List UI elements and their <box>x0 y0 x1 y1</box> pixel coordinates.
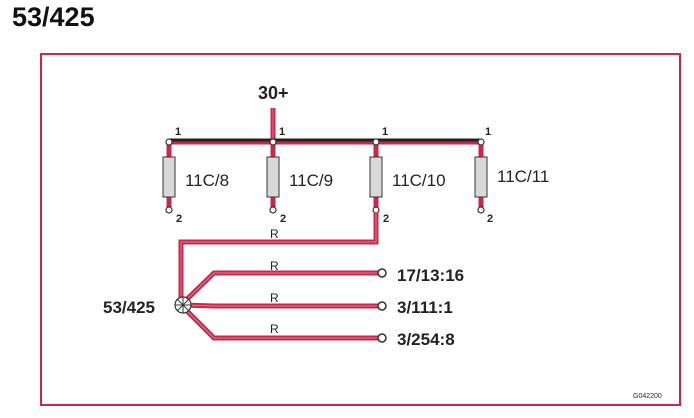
wire-code-label: R <box>270 322 279 336</box>
fuse-pin-2: 2 <box>176 213 182 225</box>
wire-splice-to-3-254-8 <box>181 305 380 341</box>
wire-code-label: R <box>270 291 279 305</box>
fuse-11c-10: 1 2 11C/10 <box>369 126 446 225</box>
terminal-3-111-1 <box>377 301 387 311</box>
fuse-label: 11C/11 <box>497 167 549 186</box>
fuse-label: 11C/9 <box>289 171 333 190</box>
reference-code: G042200 <box>633 393 662 400</box>
fuse-label: 11C/10 <box>392 171 446 190</box>
fuse-pin-2: 2 <box>487 213 493 225</box>
connection-label: 3/254:8 <box>397 330 455 349</box>
terminal-3-254-8 <box>377 333 387 343</box>
wire-fuse-to-splice-core <box>180 212 377 304</box>
wire-fuse-to-splice <box>178 212 379 304</box>
connection-label: 3/111:1 <box>397 298 453 317</box>
fuse-pin-1: 1 <box>382 126 388 138</box>
fuse-pin-1: 1 <box>175 126 181 138</box>
wire-code-label: R <box>270 259 279 273</box>
fuse-11c-8: 1 2 11C/8 <box>162 126 229 225</box>
splice-icon <box>174 296 192 314</box>
fuse-pin-1: 1 <box>279 126 285 138</box>
fuse-pin-1: 1 <box>485 126 491 138</box>
fuse-pin-2: 2 <box>280 213 286 225</box>
connection-label: 17/13:16 <box>397 266 464 285</box>
supply-label: 30+ <box>258 83 289 103</box>
fuse-pin-2: 2 <box>383 213 389 225</box>
fuse-11c-11: 1 2 11C/11 <box>474 126 549 225</box>
wire-code-label: R <box>270 227 279 241</box>
page-title: 53/425 <box>12 2 95 32</box>
fuse-11c-9: 1 2 11C/9 <box>266 126 333 225</box>
wire-splice-to-17-13-16 <box>181 270 380 305</box>
terminal-17-13-16 <box>377 268 387 278</box>
diagram-frame <box>40 53 681 406</box>
fuse-label: 11C/8 <box>185 171 229 190</box>
splice-label: 53/425 <box>103 298 155 317</box>
wire-splice-to-3-111-1 <box>182 302 380 309</box>
